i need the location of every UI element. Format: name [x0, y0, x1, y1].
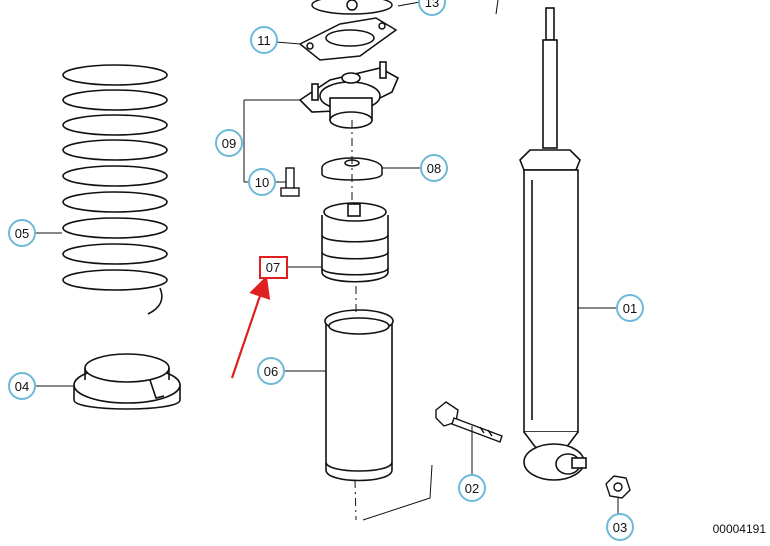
gasket[interactable] [298, 17, 398, 61]
callout-10-label: 10 [255, 175, 269, 190]
callout-11[interactable]: 11 [250, 26, 278, 54]
callout-01[interactable]: 01 [616, 294, 644, 322]
callout-10[interactable]: 10 [248, 168, 276, 196]
callout-03[interactable]: 03 [606, 513, 634, 541]
spring-seat[interactable] [73, 353, 181, 410]
shock-absorber[interactable] [519, 7, 587, 481]
callout-02[interactable]: 02 [458, 474, 486, 502]
callout-11-label: 11 [257, 33, 271, 48]
callout-13-label: 13 [425, 0, 439, 10]
callout-08-label: 08 [427, 161, 441, 176]
callout-04-label: 04 [15, 379, 29, 394]
top-plate[interactable] [311, 0, 393, 15]
center-lines [351, 120, 357, 521]
callout-09-label: 09 [222, 136, 236, 151]
highlight-arrow [230, 275, 271, 379]
coil-spring[interactable] [62, 64, 168, 315]
callout-13[interactable]: 13 [418, 0, 446, 16]
nut[interactable] [605, 475, 631, 499]
callout-08[interactable]: 08 [420, 154, 448, 182]
drawing-number: 00004191 [712, 522, 766, 536]
bump-stop[interactable] [321, 202, 389, 283]
callout-05-label: 05 [15, 226, 29, 241]
callout-07-label: 07 [266, 260, 280, 275]
callout-06-label: 06 [264, 364, 278, 379]
callout-06[interactable]: 06 [257, 357, 285, 385]
protective-tube[interactable] [324, 309, 394, 482]
callout-07[interactable]: 07 [259, 256, 288, 279]
callout-02-label: 02 [465, 481, 479, 496]
callout-09[interactable]: 09 [215, 129, 243, 157]
callout-01-label: 01 [623, 301, 637, 316]
callout-05[interactable]: 05 [8, 219, 36, 247]
callout-03-label: 03 [613, 520, 627, 535]
callout-04[interactable]: 04 [8, 372, 36, 400]
long-bolt[interactable] [435, 401, 503, 443]
mount-bolt[interactable] [280, 167, 300, 197]
strut-mount[interactable] [298, 61, 400, 129]
